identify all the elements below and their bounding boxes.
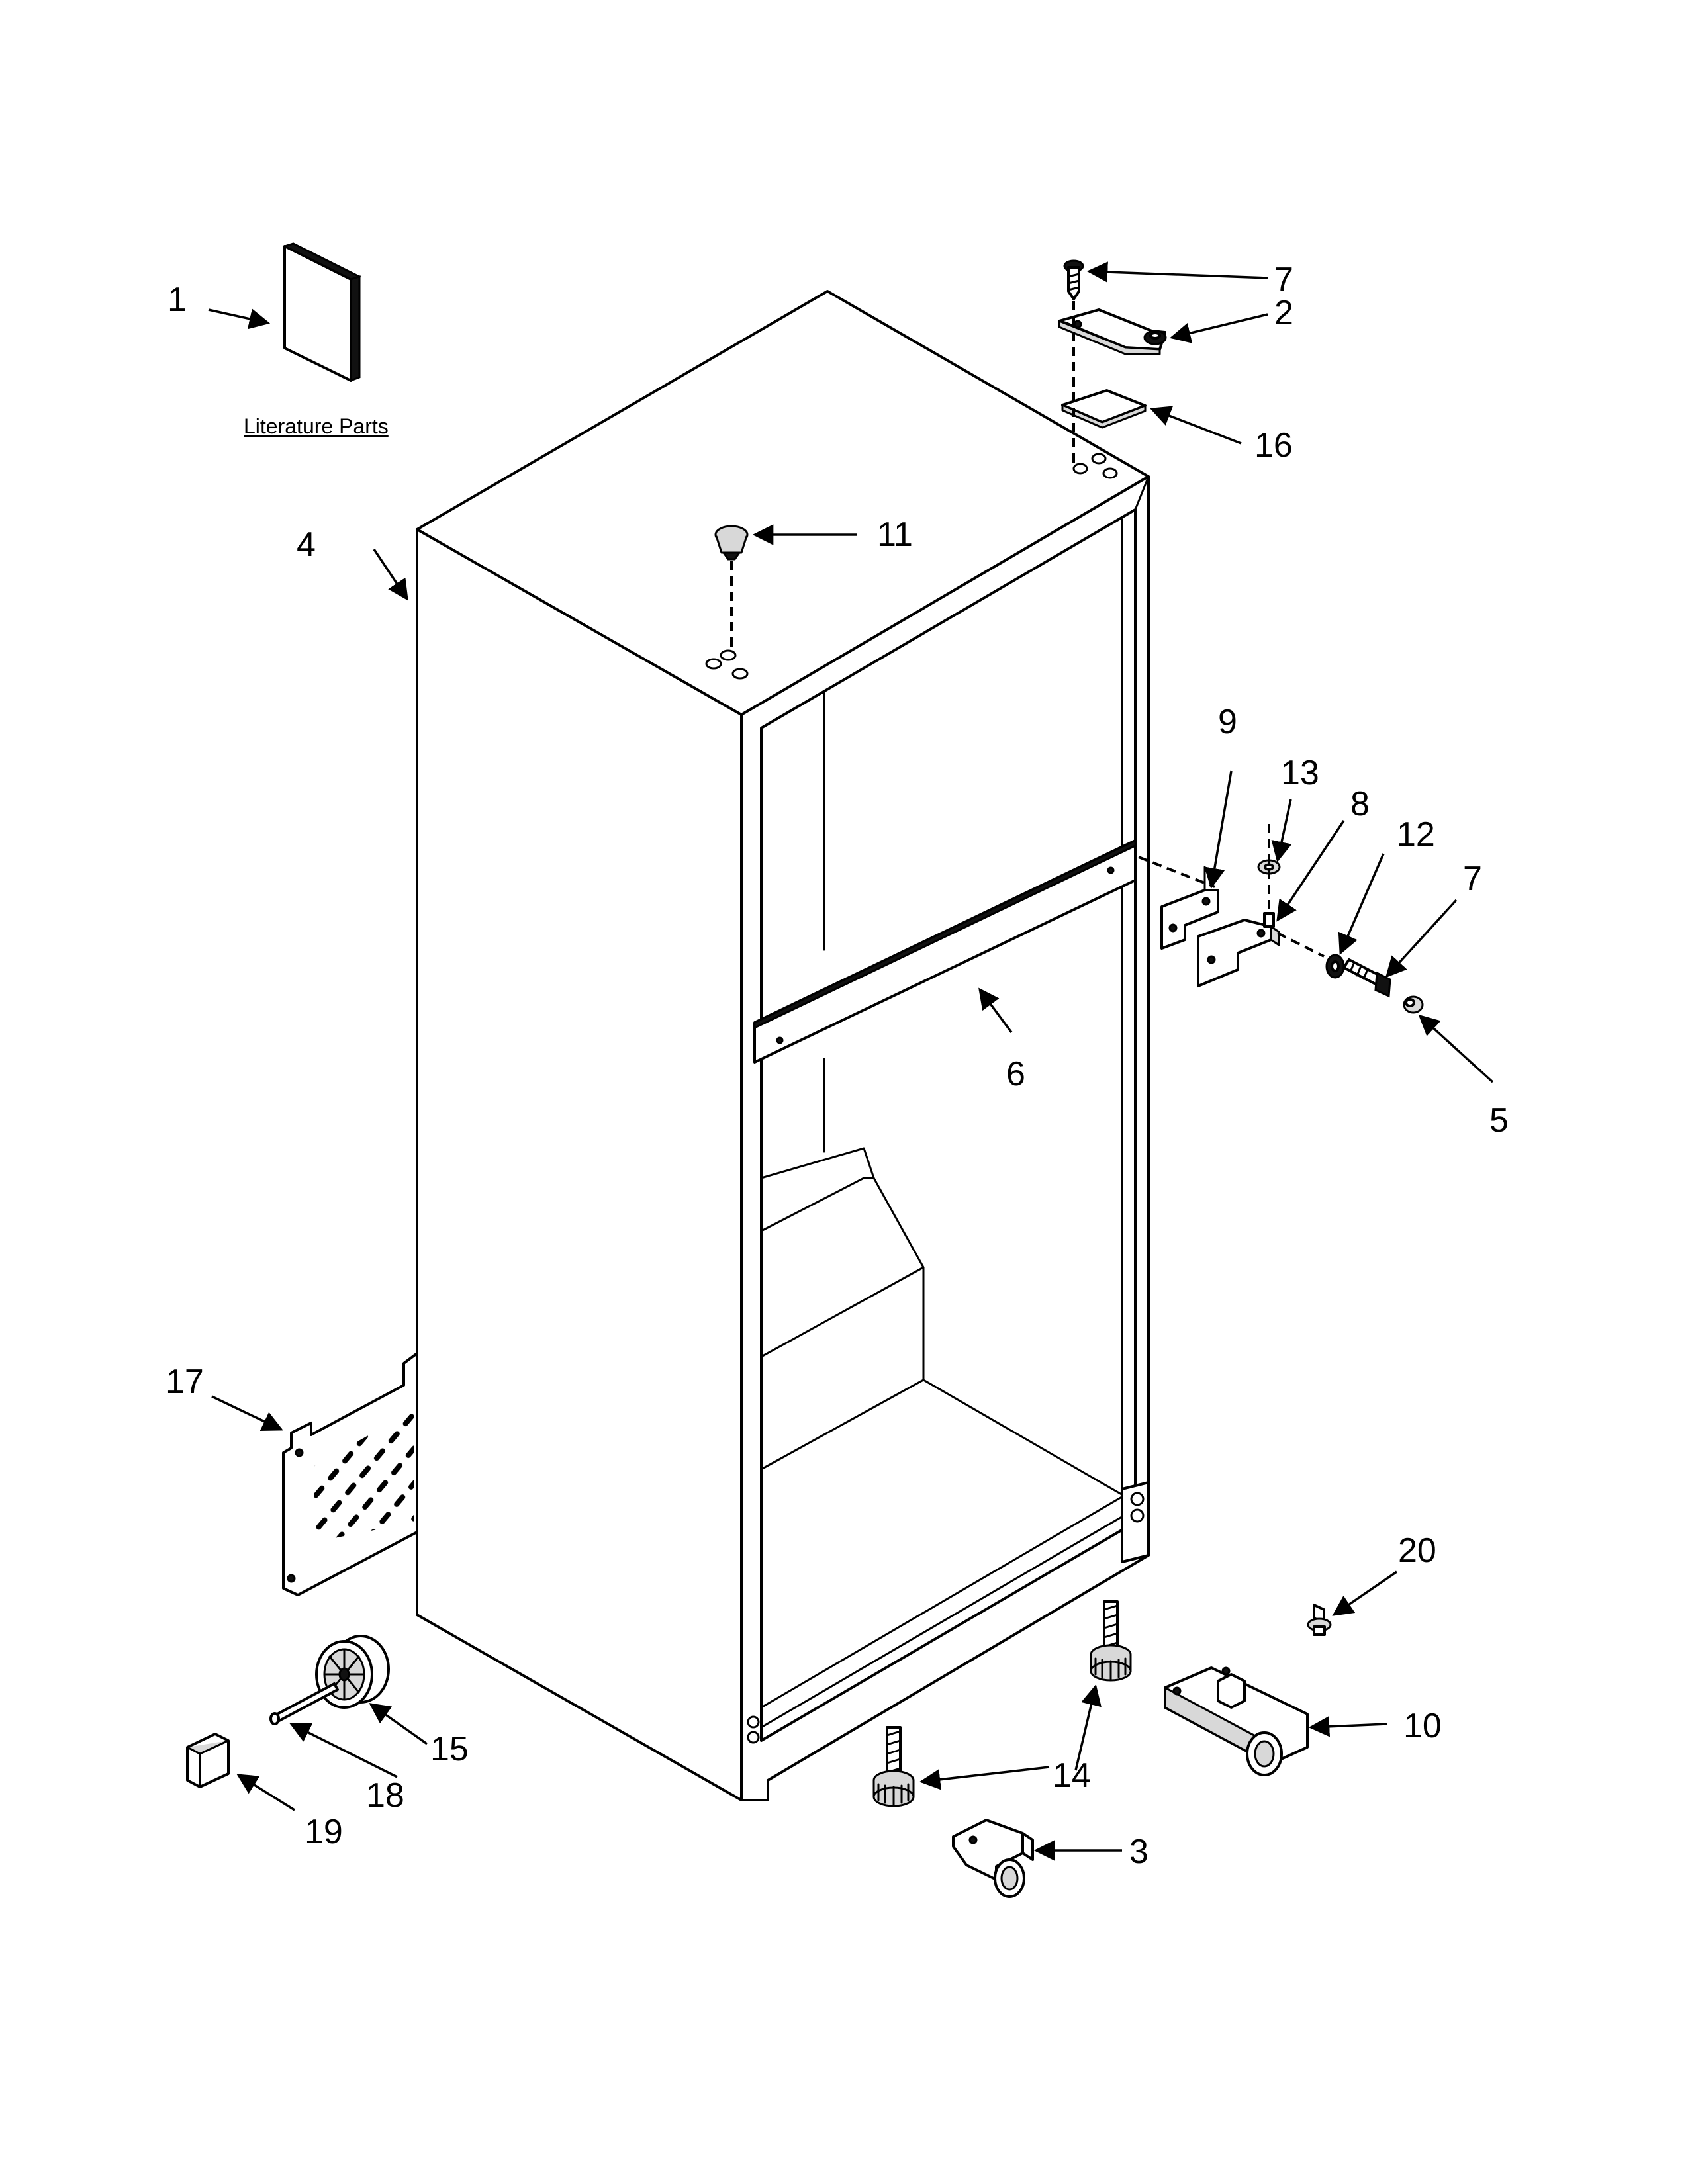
center-bolt-centerline (1277, 932, 1325, 958)
wheel-axle (269, 1682, 339, 1725)
top-hinge-screw (1063, 259, 1084, 300)
top-hinge (1058, 308, 1167, 355)
callout-16: 16 (1254, 426, 1293, 465)
center-hinge-pin (1263, 912, 1275, 928)
callout-15: 15 (430, 1730, 469, 1768)
roller-cap (186, 1733, 230, 1788)
bottom-screw (1307, 1604, 1332, 1636)
divider-rail (753, 839, 1137, 1064)
callout-12: 12 (1397, 815, 1435, 854)
rear-wheel (315, 1635, 390, 1709)
leveling-leg-front (872, 1726, 915, 1807)
callout-6: 6 (1006, 1055, 1025, 1093)
leader-lines (208, 261, 1494, 1861)
callout-2: 2 (1274, 294, 1293, 332)
front-roller (952, 1819, 1034, 1898)
center-hinge-centerline (1138, 856, 1215, 888)
callout-3: 3 (1129, 1833, 1149, 1871)
literature-booklet (281, 242, 363, 383)
callout-14-rear: 14 (1053, 1756, 1091, 1795)
callout-18: 18 (366, 1776, 404, 1815)
callout-8: 8 (1350, 785, 1370, 823)
center-hinge-bracket-front (1197, 919, 1280, 987)
callout-9: 9 (1218, 703, 1237, 741)
callout-13: 13 (1281, 754, 1319, 792)
callout-7-center: 7 (1463, 860, 1482, 898)
callout-10: 10 (1403, 1707, 1442, 1745)
callout-11: 11 (877, 516, 913, 554)
plug-button (714, 525, 749, 561)
center-hinge-bracket-rear (1160, 866, 1219, 950)
hinge-shim (1061, 389, 1147, 429)
front-roller-bracket (1164, 1666, 1309, 1776)
callout-17: 17 (165, 1363, 204, 1401)
callout-5: 5 (1489, 1101, 1509, 1140)
literature-parts-label: Literature Parts (244, 414, 389, 438)
callout-7-top: 7 (1274, 261, 1293, 299)
center-hinge-cap (1403, 995, 1424, 1014)
callout-4: 4 (297, 525, 316, 564)
callout-19: 19 (305, 1813, 343, 1851)
leveling-leg-rear (1090, 1600, 1132, 1682)
rear-access-cover (282, 1352, 418, 1596)
center-hinge-bolt (1342, 958, 1391, 998)
center-hinge-lock-washer (1325, 954, 1345, 979)
callout-1: 1 (167, 281, 187, 319)
refrigerator-cabinet (416, 290, 1150, 1801)
callout-20: 20 (1398, 1531, 1436, 1570)
